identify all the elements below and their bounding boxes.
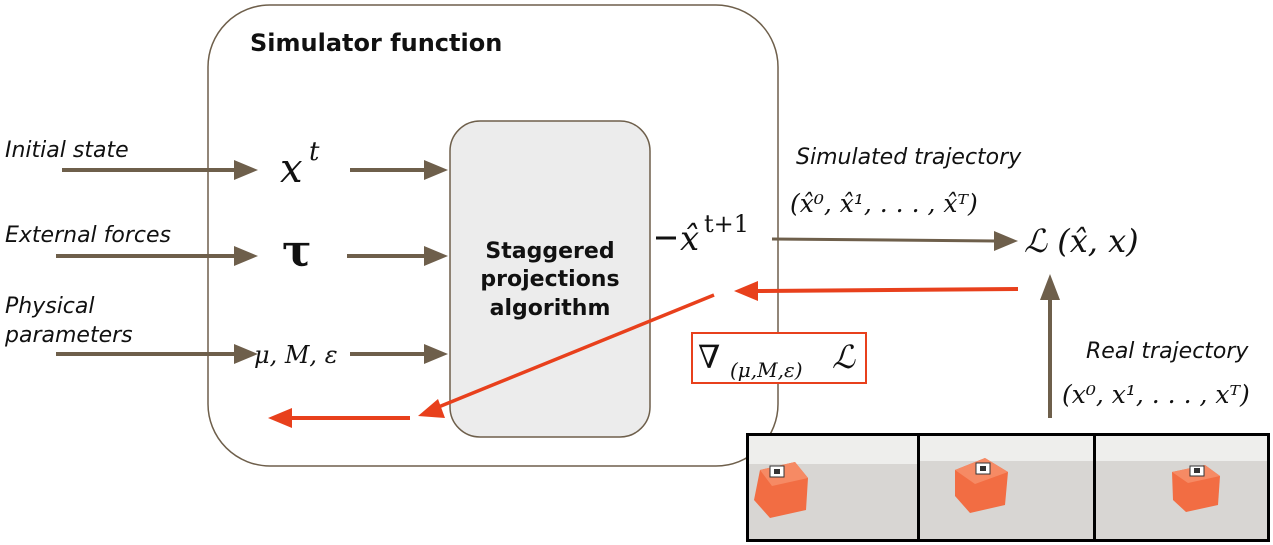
gradient-label-box <box>691 332 867 384</box>
state-x-symbol: x <box>280 146 303 192</box>
tau-symbol: τ <box>282 226 312 277</box>
arrow-tau-to-algorithm <box>347 246 448 266</box>
photo-frame-1 <box>749 436 917 539</box>
arrow-initial-state-in <box>62 160 258 180</box>
params-symbol: μ, M, ε <box>254 341 338 369</box>
gradient-subscript: (μ,M,ε) <box>730 358 803 382</box>
photo-frame-3 <box>1096 436 1267 539</box>
algorithm-label-line2: projections <box>480 267 619 292</box>
real-trajectory-label: Real trajectory <box>1086 339 1249 364</box>
arrow-params-to-algorithm <box>350 344 448 364</box>
gradient-nabla: ∇ <box>698 338 720 376</box>
simulated-trajectory-label: Simulated trajectory <box>796 145 1022 170</box>
input-label-initial-state: Initial state <box>5 138 129 163</box>
algorithm-label-line1: Staggered <box>485 239 614 264</box>
gradient-loss-symbol: ℒ <box>832 338 856 376</box>
arrow-physical-params-in <box>56 344 258 364</box>
algorithm-box <box>449 120 651 438</box>
output-xhat-symbol: x̂ <box>680 219 699 259</box>
arrow-real-to-loss <box>1040 274 1060 418</box>
loss-function: ℒ (x̂, x) <box>1024 222 1139 260</box>
gradient-arrow-from-loss <box>734 281 1019 301</box>
state-t-superscript: t <box>309 137 320 167</box>
output-t1-superscript: t+1 <box>704 210 749 238</box>
input-label-external-forces: External forces <box>5 223 171 248</box>
algorithm-label-line3: algorithm <box>490 296 611 321</box>
simulator-title: Simulator function <box>250 29 502 57</box>
real-trajectory-tuple: (x⁰, x¹, . . . , xᵀ) <box>1062 380 1250 409</box>
gradient-arrow-out <box>268 408 410 428</box>
input-label-physical-2: parameters <box>4 323 133 348</box>
photo-strip <box>746 433 1270 542</box>
gradient-arrow-diagonal <box>418 293 715 418</box>
arrow-output-to-loss <box>771 231 1018 251</box>
arrow-state-to-algorithm <box>350 160 448 180</box>
arrow-external-forces-in <box>56 246 258 266</box>
simulated-trajectory-tuple: (x̂⁰, x̂¹, . . . , x̂ᵀ) <box>790 189 978 218</box>
input-label-physical-1: Physical <box>5 294 95 319</box>
photo-frame-2 <box>920 436 1093 539</box>
